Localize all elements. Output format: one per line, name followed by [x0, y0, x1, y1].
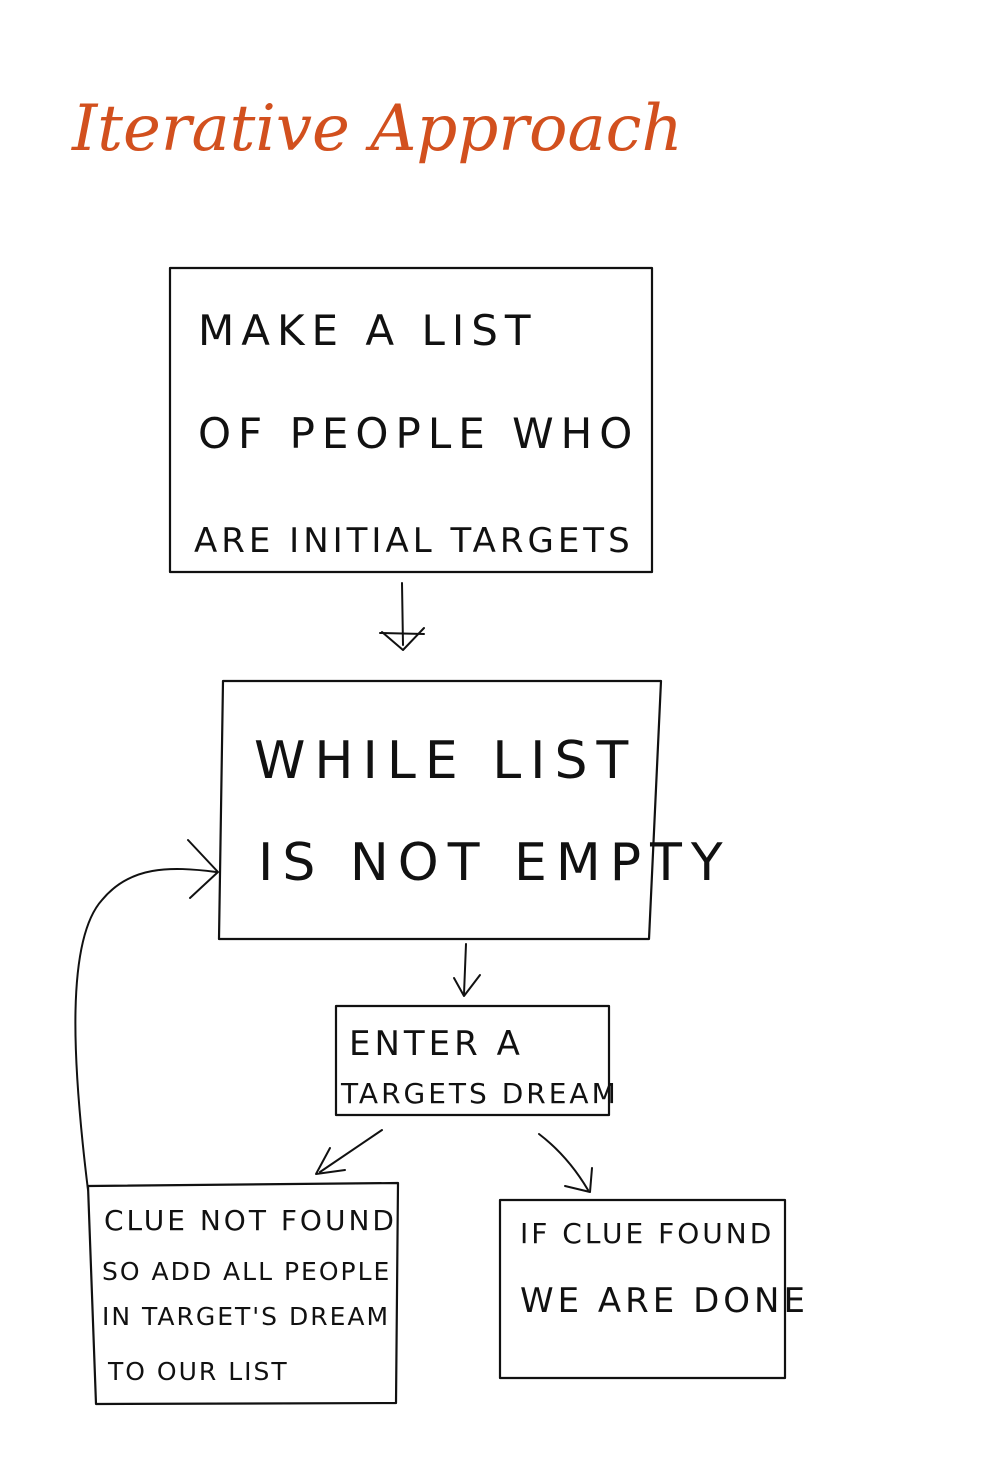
- clue-not-found-line-2: SO ADD ALL PEOPLE: [102, 1257, 391, 1286]
- clue-found-box: [498, 1198, 787, 1380]
- clue-not-found-line-3: IN TARGET'S DREAM: [102, 1302, 390, 1331]
- arrow-enter-to-found: [538, 1133, 593, 1193]
- make-list-line-3: ARE INITIAL TARGETS: [194, 521, 634, 561]
- clue-found-line-1: IF CLUE FOUND: [520, 1217, 774, 1250]
- while-loop-box: [217, 679, 663, 941]
- enter-dream-line-2: TARGETS DREAM: [340, 1077, 619, 1110]
- loop-back-arrow: [74, 839, 219, 1191]
- enter-dream-box: [334, 1004, 611, 1117]
- clue-found-step: IF CLUE FOUND WE ARE DONE: [498, 1198, 809, 1380]
- while-loop-line-1: WHILE LIST: [254, 731, 637, 791]
- clue-found-line-2: WE ARE DONE: [520, 1281, 809, 1321]
- make-list-box: [168, 266, 654, 574]
- make-list-line-2: OF PEOPLE WHO: [198, 409, 639, 458]
- arrow-enter-to-not-found: [315, 1129, 383, 1175]
- clue-not-found-line-4: TO OUR LIST: [107, 1357, 289, 1386]
- make-list-step: MAKE A LIST OF PEOPLE WHO ARE INITIAL TA…: [168, 266, 654, 574]
- arrow-list-to-while: [379, 582, 425, 651]
- make-list-line-1: MAKE A LIST: [198, 306, 538, 355]
- arrow-while-to-enter: [453, 943, 481, 997]
- while-loop-line-2: IS NOT EMPTY: [258, 833, 732, 893]
- clue-not-found-line-1: CLUE NOT FOUND: [104, 1204, 397, 1237]
- enter-dream-line-1: ENTER A: [349, 1024, 524, 1064]
- enter-dream-step: ENTER A TARGETS DREAM: [334, 1004, 619, 1117]
- clue-not-found-box: [86, 1181, 400, 1406]
- diagram-title: Iterative Approach: [71, 92, 683, 166]
- while-loop-step: WHILE LIST IS NOT EMPTY: [217, 679, 732, 941]
- clue-not-found-step: CLUE NOT FOUND SO ADD ALL PEOPLE IN TARG…: [86, 1181, 400, 1406]
